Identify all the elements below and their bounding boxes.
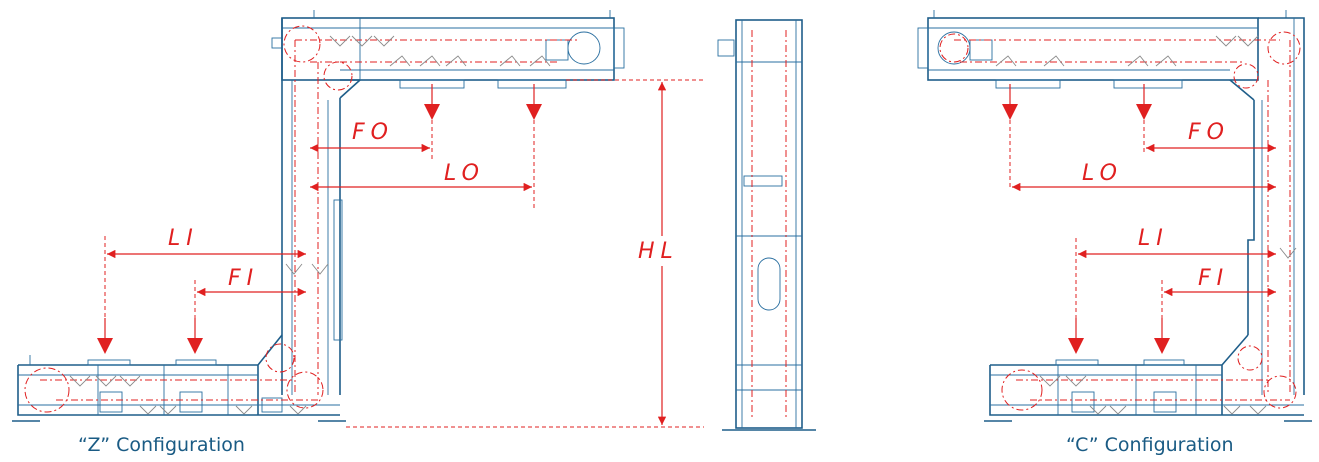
c-flow-arrows — [1002, 84, 1170, 354]
z-vertical-leg — [281, 18, 361, 395]
c-fi-label: FI — [1198, 266, 1229, 291]
c-lo-label: LO — [1082, 161, 1123, 186]
c-buckets — [995, 35, 1297, 415]
hl-label: HL — [638, 239, 679, 264]
inspection-port — [757, 257, 781, 311]
c-config-caption: “C” Configuration — [1066, 434, 1234, 456]
z-top-housing — [281, 17, 615, 81]
z-config-caption: “Z” Configuration — [78, 434, 245, 456]
side-view — [717, 19, 816, 431]
z-li-label: LI — [168, 226, 199, 251]
hl-dimension-group: HL — [346, 79, 704, 428]
side-view-casing — [735, 19, 803, 429]
z-configuration: FO LO LI FI — [12, 10, 625, 422]
c-configuration: FO LO LI FI — [917, 10, 1312, 422]
c-top-housing — [927, 17, 1259, 81]
c-fo-label: FO — [1188, 120, 1230, 145]
z-drive-motor — [545, 39, 569, 61]
z-buckets — [69, 35, 551, 415]
z-fo-label: FO — [352, 120, 394, 145]
z-lo-label: LO — [444, 161, 485, 186]
c-vertical-leg — [1229, 17, 1305, 395]
z-flow-arrows — [97, 84, 542, 354]
c-li-label: LI — [1138, 226, 1169, 251]
z-fi-label: FI — [228, 266, 259, 291]
c-drive-motor — [937, 31, 971, 65]
side-drive-motor — [717, 39, 735, 57]
